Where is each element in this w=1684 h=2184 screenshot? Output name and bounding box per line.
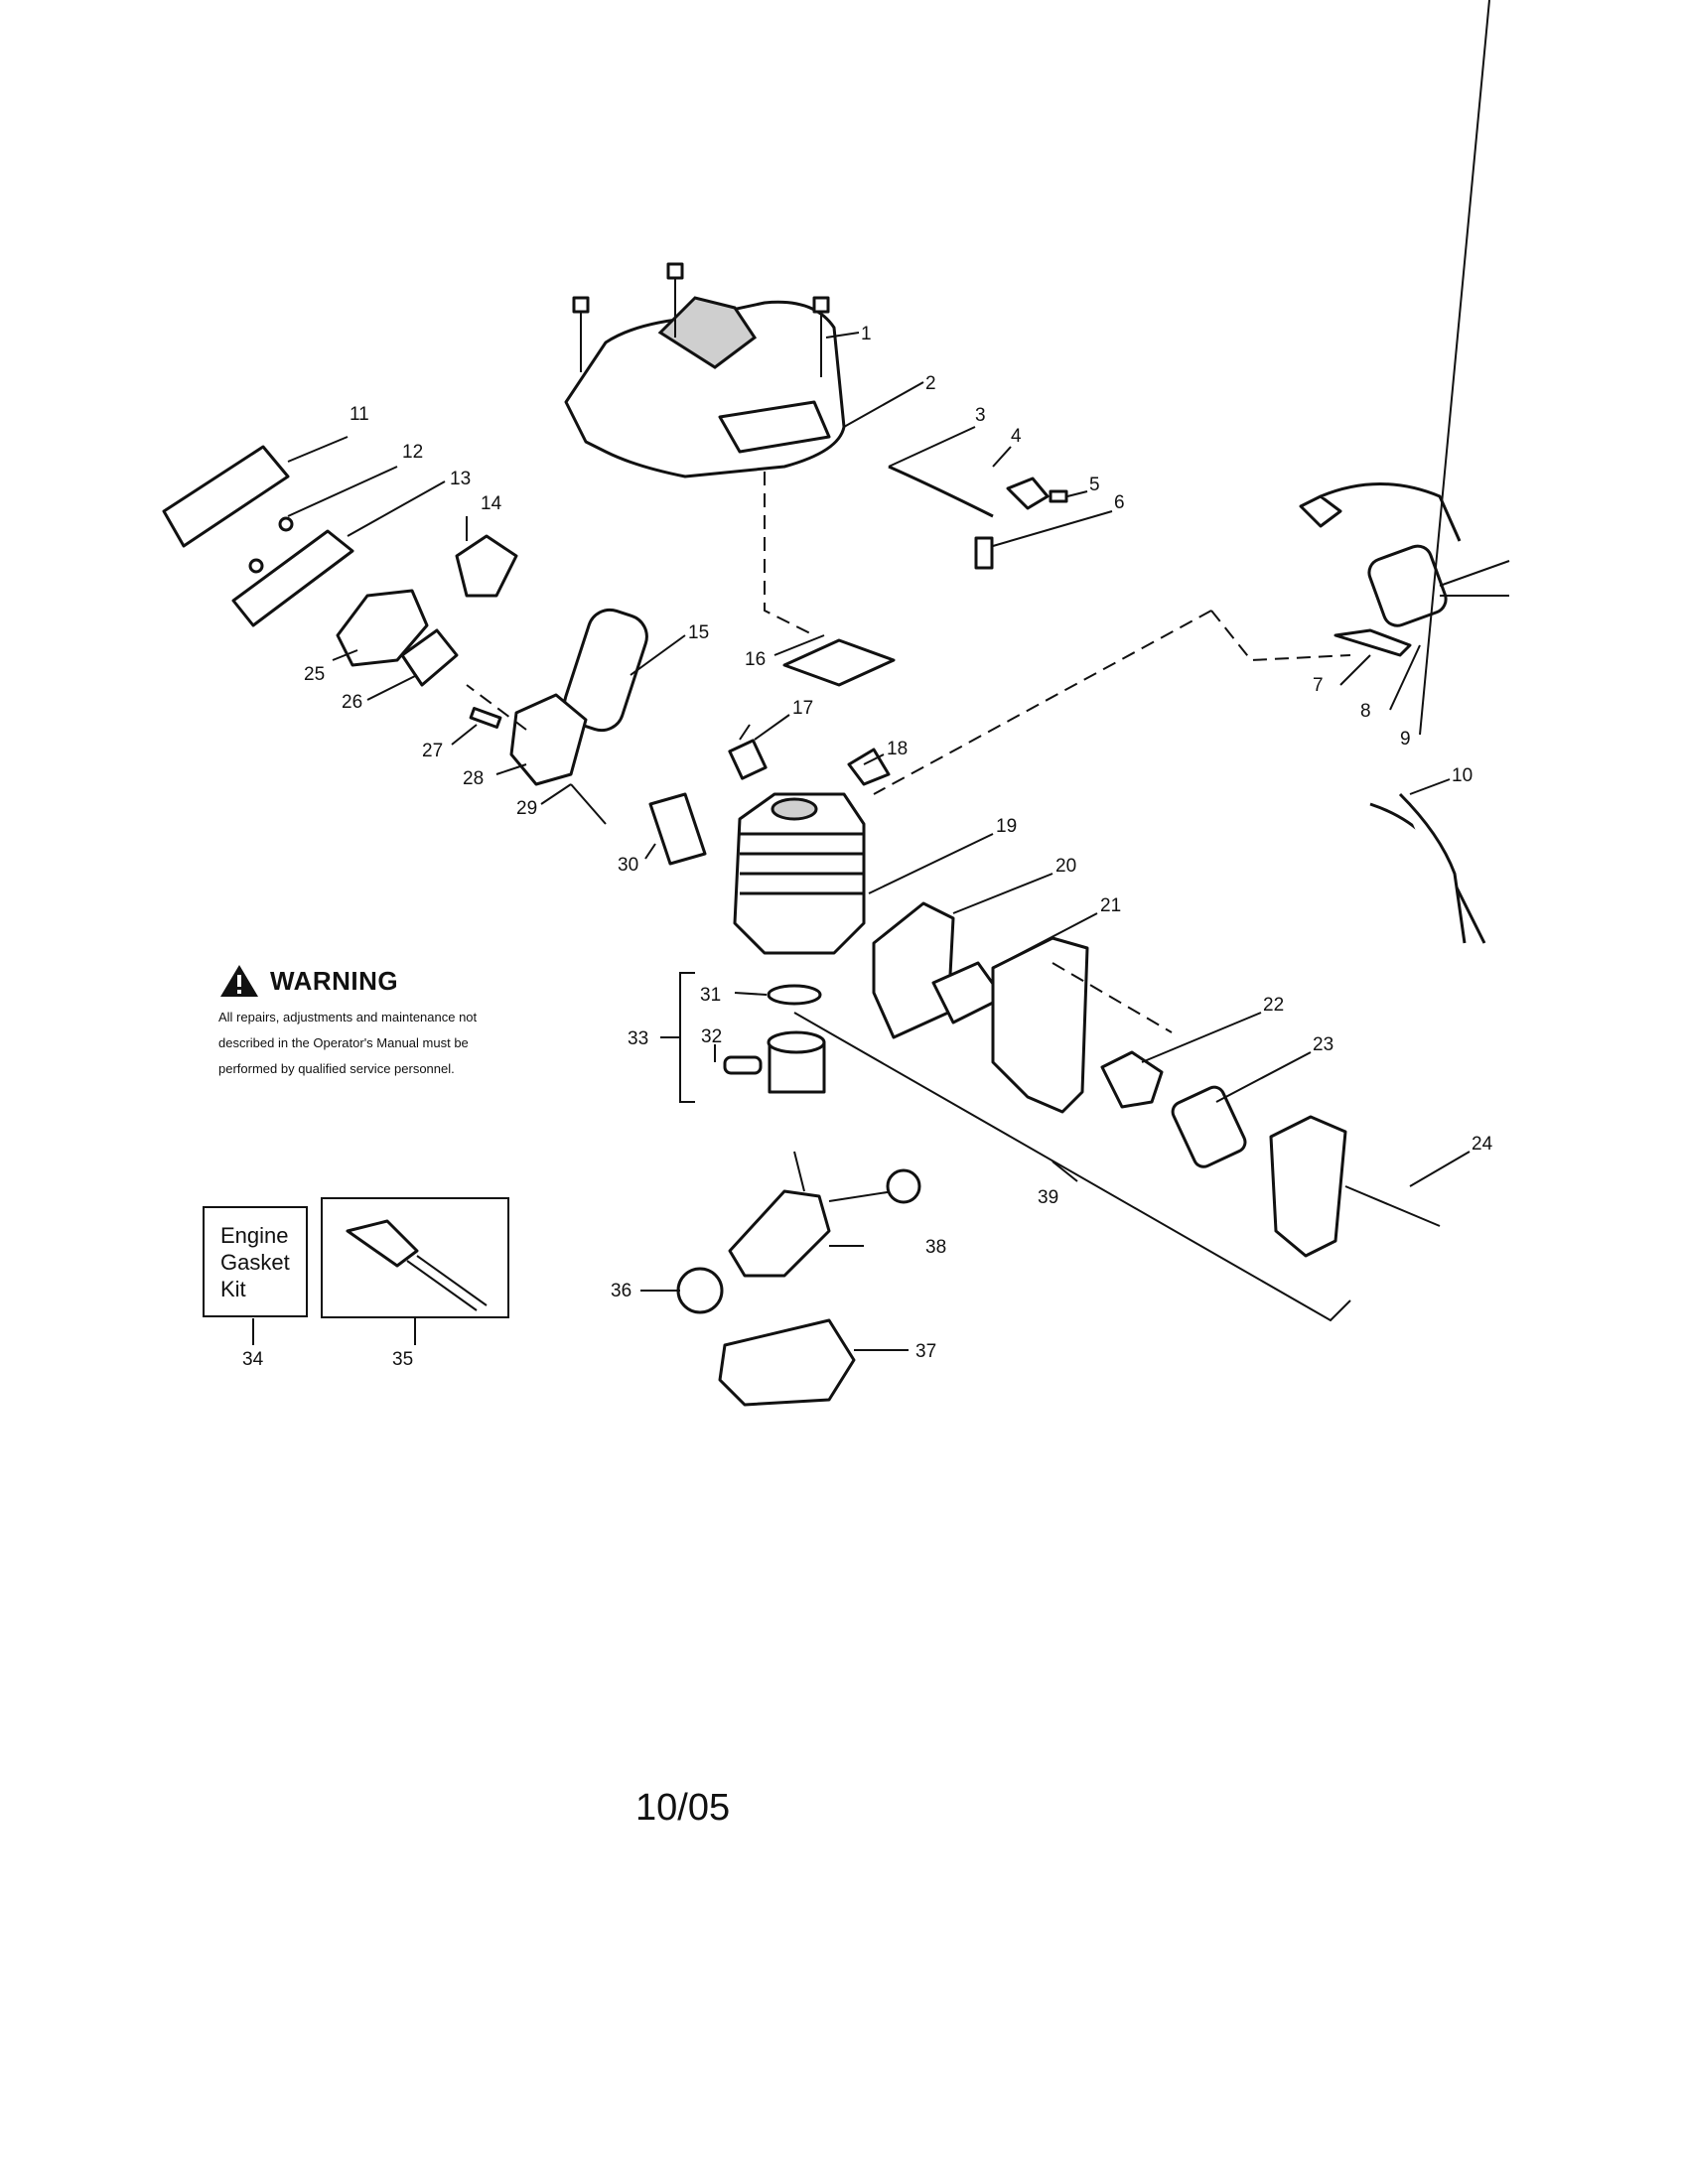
warning-message: All repairs, adjustments and maintenance…	[218, 1005, 556, 1082]
air-filter-part	[162, 445, 290, 548]
dashed-adapter-line	[466, 684, 527, 731]
callout-3: 3	[975, 405, 986, 426]
fuel-filter-part	[974, 536, 994, 570]
callout-30: 30	[618, 855, 638, 876]
callout-17: 17	[792, 698, 813, 719]
fuel-grommet-part	[1006, 477, 1068, 510]
callout-36: 36	[611, 1281, 632, 1301]
callout-25: 25	[304, 664, 325, 685]
callout-33: 33	[628, 1028, 648, 1049]
callout-1: 1	[861, 324, 872, 344]
fuel-line-part	[888, 465, 994, 518]
warning-triangle-icon	[220, 965, 258, 997]
callout-labels: 1 2 3 4 5 6 7 8 9 10 11 12 13 14 15 16 1…	[242, 324, 1493, 1370]
muffler-baffle-part	[1100, 1050, 1164, 1109]
callout-37: 37	[915, 1341, 936, 1362]
callout-22: 22	[1263, 995, 1284, 1016]
boot-cap-part	[847, 748, 891, 786]
spark-screen-part	[1171, 1085, 1247, 1168]
muffler-assembly-bracket	[793, 1012, 1351, 1322]
tool-box	[321, 1197, 509, 1318]
coil-bracket-part	[1333, 628, 1412, 657]
carburetor-part	[336, 589, 459, 687]
dashed-coil-line-2	[1210, 610, 1351, 662]
warning-line-1: All repairs, adjustments and maintenance…	[218, 1010, 478, 1024]
warning-line-3: performed by qualified service personnel…	[218, 1061, 455, 1076]
warning-line-2: described in the Operator's Manual must …	[218, 1035, 469, 1050]
callout-27: 27	[422, 741, 443, 761]
dashed-cover-line	[764, 472, 815, 636]
warning-title: WARNING	[270, 965, 399, 996]
callout-31: 31	[700, 985, 721, 1006]
callout-29: 29	[516, 798, 537, 819]
leader-lines	[252, 0, 1490, 1351]
crankshaft-part	[728, 1151, 895, 1278]
spark-plug-part	[728, 724, 768, 780]
engine-gasket-kit-box: Engine Gasket Kit	[203, 1206, 308, 1317]
crank-bearing-part	[886, 1168, 921, 1204]
kit-line-2: Gasket	[220, 1250, 290, 1275]
adapter-bolt-part	[469, 707, 502, 729]
callout-20: 20	[1055, 856, 1076, 877]
callout-39: 39	[1038, 1187, 1058, 1208]
callout-18: 18	[887, 739, 908, 759]
muffler-body-part	[991, 936, 1089, 1114]
callout-21: 21	[1100, 895, 1121, 916]
intake-part	[455, 534, 518, 598]
piston-part	[767, 1030, 826, 1094]
long-bolt-part	[570, 783, 607, 825]
callout-15: 15	[688, 622, 709, 643]
crankcase-part	[718, 1318, 856, 1407]
heat-shield-part	[872, 901, 955, 1039]
piston-ring-part	[767, 984, 822, 1006]
piston-pin-part	[723, 1055, 763, 1075]
main-bearing-part	[676, 1267, 724, 1314]
callout-23: 23	[1313, 1034, 1333, 1055]
callout-28: 28	[463, 768, 484, 789]
callout-4: 4	[1011, 426, 1022, 447]
callout-5: 5	[1089, 475, 1100, 495]
kit-line-3: Kit	[220, 1277, 246, 1301]
callout-12: 12	[402, 442, 423, 463]
callout-2: 2	[925, 373, 936, 394]
callout-38: 38	[925, 1237, 946, 1258]
intake-adapter-part	[509, 693, 588, 786]
callout-26: 26	[342, 692, 362, 713]
scrench-tool-part	[346, 1219, 488, 1311]
cover-screws-part	[572, 262, 830, 377]
carb-cover-part	[231, 516, 354, 627]
cylinder-part	[733, 792, 866, 955]
callout-8: 8	[1360, 701, 1371, 722]
callout-11: 11	[350, 404, 369, 425]
warning-block: WARNING All repairs, adjustments and mai…	[218, 963, 556, 1082]
dashed-muffler-line	[1052, 962, 1173, 1033]
ignition-wires-part-2	[1398, 792, 1467, 944]
dashed-coil-line	[873, 610, 1212, 795]
callout-35: 35	[392, 1349, 413, 1370]
kit-line-1: Engine	[220, 1223, 289, 1248]
cylinder-gasket-part	[648, 792, 707, 866]
callout-6: 6	[1114, 492, 1125, 513]
callout-7: 7	[1313, 675, 1324, 696]
callout-13: 13	[450, 469, 471, 489]
top-cover-part	[564, 296, 846, 478]
revision-date: 10/05	[635, 1787, 731, 1829]
callout-24: 24	[1472, 1134, 1493, 1155]
callout-34: 34	[242, 1349, 264, 1370]
callout-19: 19	[996, 816, 1017, 837]
intake-gasket-part	[563, 608, 648, 733]
ignition-coil-part	[1299, 482, 1510, 627]
callout-10: 10	[1452, 765, 1473, 786]
callout-9: 9	[1400, 729, 1411, 750]
callout-16: 16	[745, 649, 766, 670]
decal-part	[782, 638, 896, 687]
muffler-bolt-part	[1344, 1185, 1441, 1227]
callout-32: 32	[701, 1026, 722, 1047]
muffler-cover-part	[1269, 1115, 1347, 1258]
callout-14: 14	[481, 493, 502, 514]
